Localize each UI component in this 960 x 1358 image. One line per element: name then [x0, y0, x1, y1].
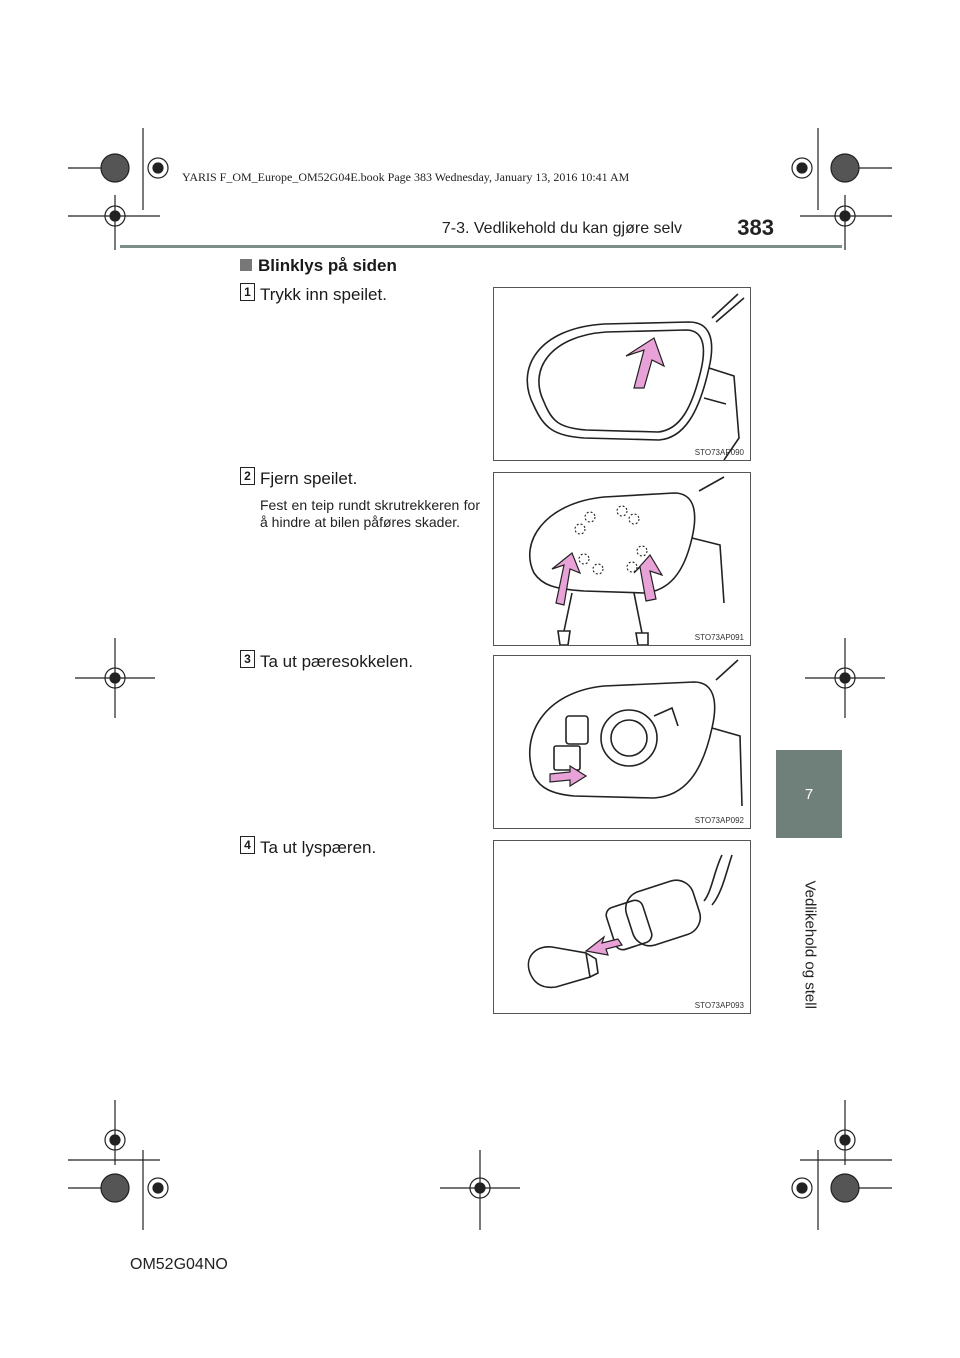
mirror-push-illustration: [526, 293, 745, 460]
step-2-text: Fjern speilet.: [260, 469, 358, 488]
step-4-text: Ta ut lyspæren.: [260, 838, 377, 857]
section-title-text: Blinklys på siden: [258, 256, 397, 275]
figure-step-3: STO73AP092: [493, 655, 751, 829]
step-3-number: 3: [240, 650, 255, 668]
step-4-number: 4: [240, 836, 255, 854]
chapter-tab: 7: [776, 750, 842, 838]
step-1-number: 1: [240, 283, 255, 301]
step-2-number: 2: [240, 467, 255, 485]
print-info: YARIS F_OM_Europe_OM52G04E.book Page 383…: [182, 170, 630, 184]
bulb-socket-illustration: [529, 659, 743, 807]
header-rule: [120, 245, 842, 248]
figure-id: STO73AP093: [694, 1001, 744, 1010]
step-1-text: Trykk inn speilet.: [260, 285, 387, 304]
bulb-removal-illustration: [527, 854, 733, 989]
bullet-square-icon: [240, 259, 252, 271]
figure-step-4: STO73AP093: [493, 840, 751, 1014]
figure-step-2: STO73AP091: [493, 472, 751, 646]
figure-id: STO73AP090: [694, 448, 744, 457]
page-number: 383: [737, 215, 774, 240]
document-code: OM52G04NO: [130, 1256, 228, 1273]
running-header: 7-3. Vedlikehold du kan gjøre selv: [441, 220, 682, 237]
step-3-text: Ta ut pæresokkelen.: [260, 652, 414, 671]
chapter-number: 7: [804, 785, 814, 803]
figure-step-1: STO73AP090: [493, 287, 751, 461]
figure-id: STO73AP091: [694, 633, 744, 642]
figure-id: STO73AP092: [694, 816, 744, 825]
section-title: Blinklys på siden: [240, 256, 397, 276]
step-2-note: Fest en teip rundt skrutrekkeren for å h…: [260, 497, 480, 530]
chapter-title: Vedlikehold og stell: [801, 880, 819, 1009]
mirror-removal-illustration: [529, 476, 725, 645]
